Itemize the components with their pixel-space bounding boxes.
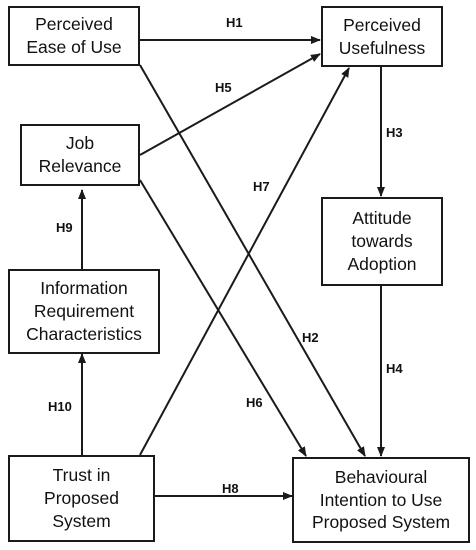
edge-label-h6: H6 <box>246 395 263 410</box>
node-trust-in-proposed-system: Trust in Proposed System <box>8 455 155 542</box>
edge-label-h8: H8 <box>222 481 239 496</box>
node-information-requirement-characteristics: Information Requirement Characteristics <box>8 269 160 354</box>
node-perceived-ease-of-use: Perceived Ease of Use <box>8 6 140 66</box>
edge-label-h7: H7 <box>253 179 270 194</box>
node-job-relevance: Job Relevance <box>20 124 140 186</box>
edge-h7-arrow <box>139 67 350 456</box>
edge-label-h5: H5 <box>215 80 232 95</box>
node-attitude-towards-adoption: Attitude towards Adoption <box>321 197 443 286</box>
edge-label-h1: H1 <box>226 15 243 30</box>
edge-label-h10: H10 <box>48 399 72 414</box>
edge-label-h9: H9 <box>56 220 73 235</box>
edge-h2-arrow <box>139 64 366 457</box>
edge-label-h2: H2 <box>302 330 319 345</box>
edge-label-h3: H3 <box>386 125 403 140</box>
edge-label-h4: H4 <box>386 361 403 376</box>
node-perceived-usefulness: Perceived Usefulness <box>321 6 443 67</box>
edge-h5-arrow <box>139 53 321 156</box>
node-behavioural-intention: Behavioural Intention to Use Proposed Sy… <box>292 457 470 543</box>
edge-h6-arrow <box>139 179 307 457</box>
